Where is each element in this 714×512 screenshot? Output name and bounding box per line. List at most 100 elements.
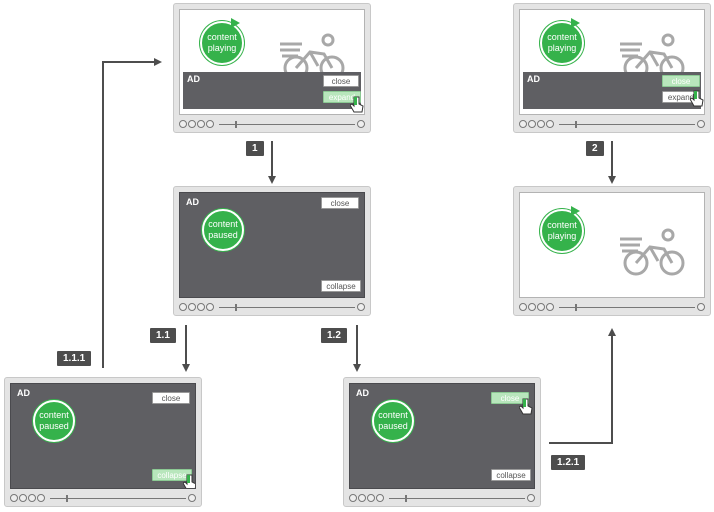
- player-controls: [519, 119, 705, 130]
- ad-label: AD: [187, 74, 200, 84]
- play-arrow-icon: [571, 18, 580, 28]
- player-controls: [179, 119, 365, 130]
- close-button[interactable]: close: [321, 197, 359, 209]
- progress-knob[interactable]: [575, 304, 577, 311]
- play-button[interactable]: [19, 494, 27, 502]
- volume-button[interactable]: [697, 120, 705, 128]
- ad-label: AD: [356, 388, 369, 398]
- progress-knob[interactable]: [235, 304, 237, 311]
- player-controls: [10, 493, 196, 504]
- step-label-1-2-1: 1.2.1: [551, 455, 586, 470]
- player-controls: [519, 302, 705, 313]
- rewind-button[interactable]: [349, 494, 357, 502]
- progress-track[interactable]: [559, 307, 695, 308]
- collapse-button[interactable]: collapse: [321, 280, 361, 292]
- rewind-button[interactable]: [10, 494, 18, 502]
- step-label-1-2: 1.2: [321, 328, 347, 343]
- play-arrow-icon: [571, 206, 580, 216]
- progress-track[interactable]: [559, 124, 695, 125]
- ad-label: AD: [17, 388, 30, 398]
- pause-button[interactable]: [197, 120, 205, 128]
- close-button[interactable]: close: [323, 75, 359, 87]
- expand-button[interactable]: expand: [323, 91, 361, 103]
- step-label-1: 1: [246, 141, 264, 156]
- rewind-button[interactable]: [519, 303, 527, 311]
- progress-knob[interactable]: [575, 121, 577, 128]
- progress-track[interactable]: [219, 307, 355, 308]
- hand-cursor-icon: [519, 398, 533, 415]
- volume-button[interactable]: [357, 120, 365, 128]
- forward-button[interactable]: [206, 303, 214, 311]
- pause-button[interactable]: [537, 120, 545, 128]
- rewind-button[interactable]: [179, 303, 187, 311]
- player-controls: [349, 493, 535, 504]
- rewind-button[interactable]: [179, 120, 187, 128]
- progress-track[interactable]: [219, 124, 355, 125]
- play-button[interactable]: [358, 494, 366, 502]
- close-button[interactable]: close: [152, 392, 190, 404]
- arrow-1-2-1: [549, 328, 616, 444]
- play-button[interactable]: [528, 120, 536, 128]
- pause-button[interactable]: [367, 494, 375, 502]
- progress-knob[interactable]: [235, 121, 237, 128]
- step-label-1-1-1: 1.1.1: [57, 351, 92, 366]
- forward-button[interactable]: [206, 120, 214, 128]
- progress-knob[interactable]: [66, 495, 68, 502]
- play-button[interactable]: [528, 303, 536, 311]
- ad-label: AD: [186, 197, 199, 207]
- volume-button[interactable]: [527, 494, 535, 502]
- cyclist-icon: [620, 33, 685, 80]
- cyclist-icon: [620, 228, 685, 276]
- volume-button[interactable]: [357, 303, 365, 311]
- play-button[interactable]: [188, 303, 196, 311]
- forward-button[interactable]: [546, 303, 554, 311]
- play-button[interactable]: [188, 120, 196, 128]
- arrow-1-1-1: [102, 58, 162, 368]
- close-button[interactable]: close: [491, 392, 529, 404]
- forward-button[interactable]: [376, 494, 384, 502]
- progress-track[interactable]: [50, 498, 186, 499]
- play-arrow-icon: [231, 18, 240, 28]
- collapse-button[interactable]: collapse: [152, 469, 192, 481]
- player-controls: [179, 302, 365, 313]
- rewind-button[interactable]: [519, 120, 527, 128]
- forward-button[interactable]: [37, 494, 45, 502]
- ad-banner: AD close expand: [183, 72, 361, 109]
- hand-cursor-icon: [350, 96, 364, 113]
- progress-track[interactable]: [389, 498, 525, 499]
- step-label-1-1: 1.1: [150, 328, 176, 343]
- pause-button[interactable]: [537, 303, 545, 311]
- pause-button[interactable]: [197, 303, 205, 311]
- volume-button[interactable]: [697, 303, 705, 311]
- ad-label: AD: [527, 74, 540, 84]
- progress-knob[interactable]: [405, 495, 407, 502]
- close-button[interactable]: close: [662, 75, 700, 87]
- ad-banner: AD close expand: [523, 72, 701, 109]
- collapse-button[interactable]: collapse: [491, 469, 531, 481]
- pause-button[interactable]: [28, 494, 36, 502]
- forward-button[interactable]: [546, 120, 554, 128]
- hand-cursor-icon: [183, 474, 195, 488]
- volume-button[interactable]: [188, 494, 196, 502]
- step-label-2: 2: [586, 141, 604, 156]
- hand-cursor-icon: [690, 90, 704, 107]
